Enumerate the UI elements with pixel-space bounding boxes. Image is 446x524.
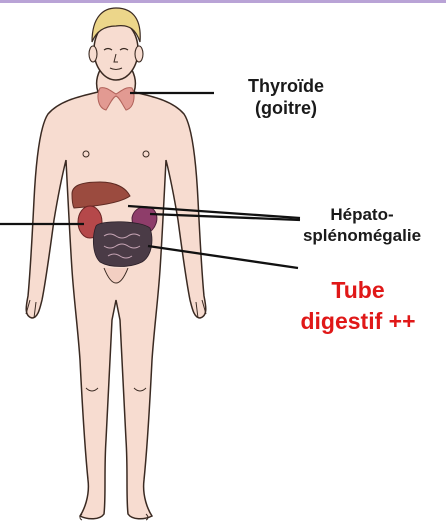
- hepato-label-line2: splénomégalie: [290, 226, 434, 247]
- hepatosplenomegaly-label: Hépato- splénomégalie: [290, 205, 434, 246]
- intestine: [93, 222, 152, 267]
- digestive-label-line1: Tube: [298, 275, 418, 306]
- digestive-leader-line: [148, 246, 298, 268]
- digestive-label-line2: digestif ++: [298, 306, 418, 337]
- left-ear: [89, 46, 97, 62]
- thyroid-label: Thyroïde (goitre): [224, 76, 348, 120]
- thyroid-label-line2: (goitre): [224, 98, 348, 120]
- hepato-label-line1: Hépato-: [290, 205, 434, 226]
- body-outline: [26, 70, 206, 519]
- right-ear: [135, 46, 143, 62]
- thyroid-label-line1: Thyroïde: [224, 76, 348, 98]
- digestive-tract-label: Tube digestif ++: [298, 275, 418, 336]
